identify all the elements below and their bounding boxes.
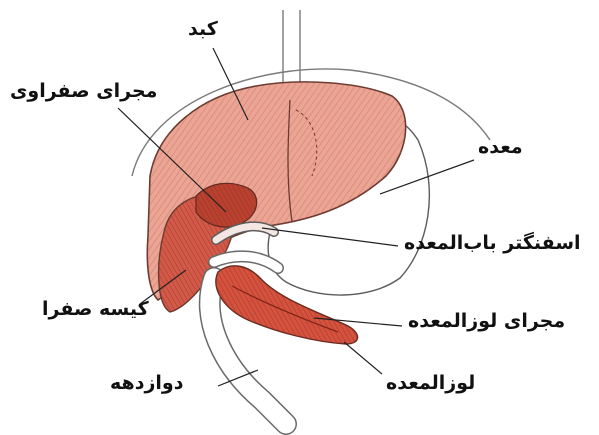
label-stomach: معده [478,138,523,157]
label-liver: کبد [188,20,218,39]
label-gallbladder: کیسه صفرا [42,300,149,319]
label-bile-duct: مجرای صفراوی [10,82,157,101]
label-duodenum: دوازدهه [110,374,183,393]
label-pancreatic-duct: مجرای لوزالمعده [408,312,565,331]
leader-pancreas [344,342,382,374]
label-pyloric-sphincter: اسفنگتر باب‌المعده [404,234,581,253]
label-pancreas: لوزالمعده [386,374,475,393]
